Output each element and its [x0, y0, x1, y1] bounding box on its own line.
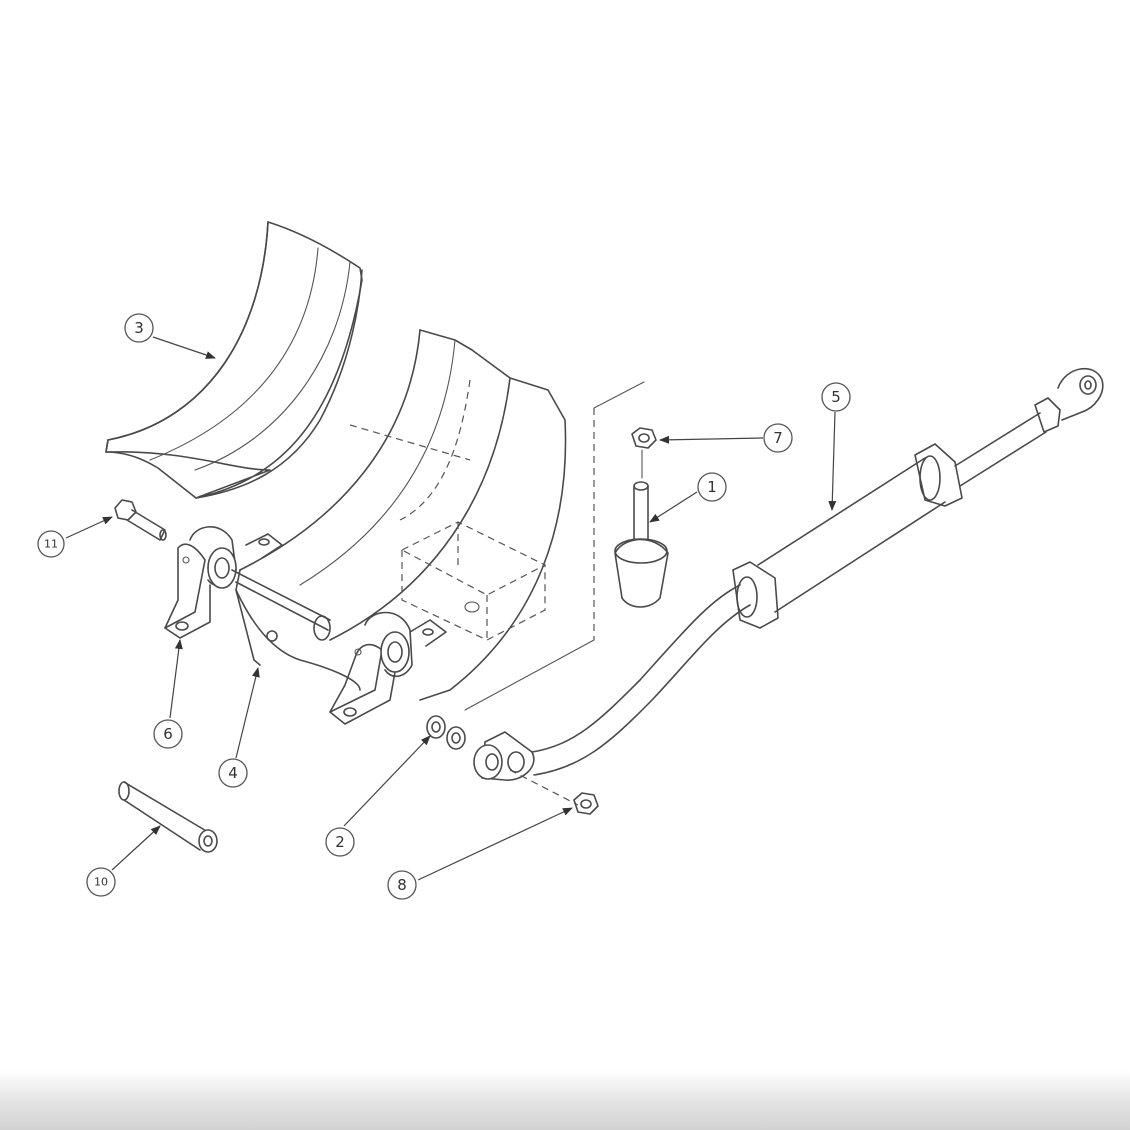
part-4-bracket — [235, 329, 567, 701]
callout-11: 11 — [37, 530, 65, 558]
callout-5-label: 5 — [831, 388, 841, 406]
callout-4-label: 4 — [228, 764, 238, 782]
part-1-bumper — [614, 481, 669, 608]
part-5-cylinder — [473, 367, 1104, 781]
part-6-left-pivot-bearing — [164, 526, 331, 639]
part-11-bolt — [114, 499, 167, 541]
callout-3-label: 3 — [134, 319, 144, 337]
part-2-washers — [426, 715, 466, 750]
callout-1-label: 1 — [707, 478, 717, 496]
callout-2: 2 — [325, 827, 355, 857]
callout-8-label: 8 — [397, 876, 407, 894]
part-8-nut — [509, 769, 599, 815]
callout-leaders — [65, 336, 837, 881]
callout-5: 5 — [821, 382, 851, 412]
callout-11-label: 11 — [44, 538, 58, 551]
callout-2-label: 2 — [335, 833, 345, 851]
callout-10: 10 — [86, 867, 116, 897]
callout-7-label: 7 — [773, 429, 783, 447]
part-7-nut — [631, 427, 657, 479]
callout-10-label: 10 — [94, 876, 108, 889]
part-6-right-pivot-bearing — [313, 611, 447, 725]
callout-7: 7 — [763, 423, 793, 453]
callout-6-label: 6 — [163, 725, 173, 743]
part-3-wear-plate — [105, 221, 363, 499]
callout-4: 4 — [218, 758, 248, 788]
callout-8: 8 — [387, 870, 417, 900]
bottom-shadow — [0, 1070, 1130, 1130]
part-10-pin — [118, 781, 218, 853]
hidden-block-outline — [400, 521, 547, 641]
callout-6: 6 — [153, 719, 183, 749]
callout-1: 1 — [697, 472, 727, 502]
callout-3: 3 — [124, 313, 154, 343]
mounting-plane-outline — [464, 381, 645, 711]
